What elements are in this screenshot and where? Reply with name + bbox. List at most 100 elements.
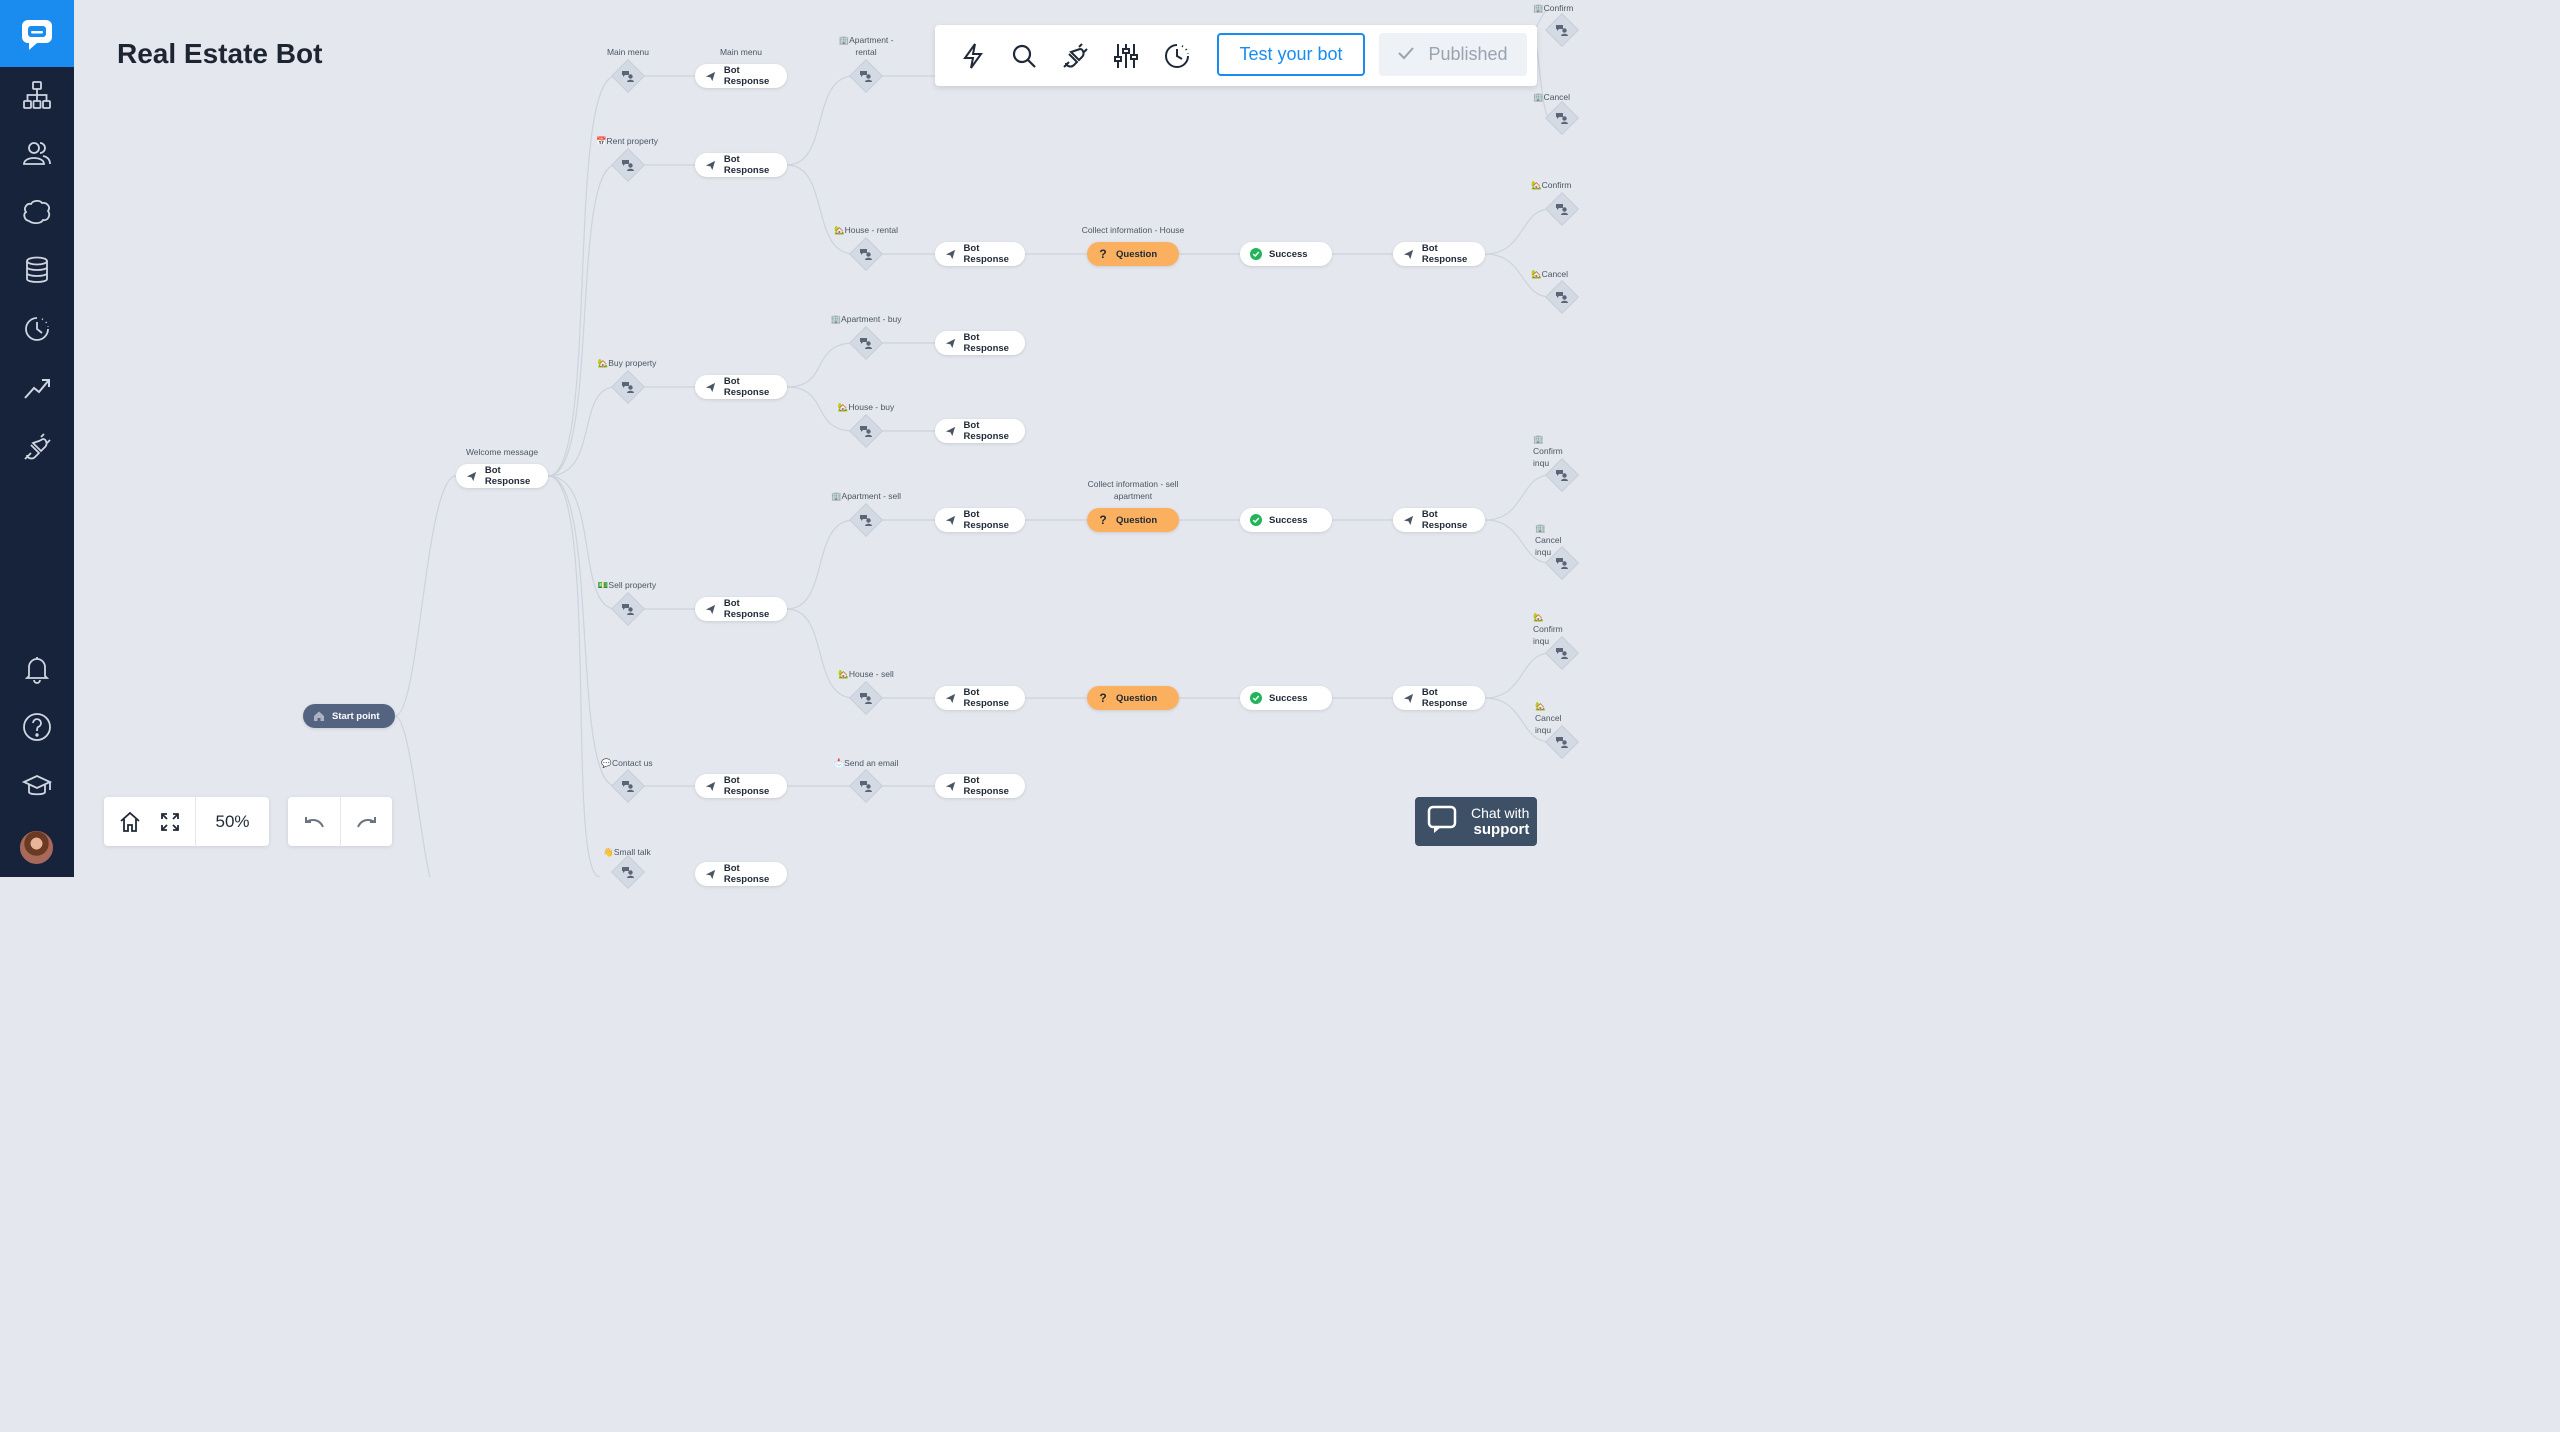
sell-property-label: 💵Sell property <box>597 580 657 590</box>
undo-icon <box>305 816 324 827</box>
house-buy-label: 🏡House - buy <box>837 402 895 412</box>
avatar[interactable] <box>18 829 55 866</box>
fit-screen-button[interactable] <box>152 797 188 846</box>
send-icon <box>705 159 717 171</box>
plug-icon[interactable] <box>1059 40 1091 72</box>
cancel-inquiry-label: 🏢Cancel inqu <box>1535 523 1562 557</box>
bot-response-node[interactable]: Bot Response <box>935 419 1025 443</box>
bot-response-node[interactable]: Bot Response <box>935 686 1025 710</box>
cancel-inquiry-label: 🏡Cancel inqu <box>1535 701 1562 735</box>
collect-house-label: Collect information - House <box>1081 225 1185 235</box>
top-toolbar: Test your bot Published <box>935 25 1537 86</box>
flow-icon[interactable] <box>15 73 59 117</box>
bell-icon[interactable] <box>15 647 59 691</box>
question-node[interactable]: ?Question <box>1087 242 1179 266</box>
chat-line-1: Chat with <box>1471 805 1530 821</box>
contact-us-label: 💬Contact us <box>601 758 653 768</box>
small-talk-label: 👋Small talk <box>603 847 651 857</box>
home-button[interactable] <box>112 797 148 846</box>
send-icon <box>1403 514 1415 526</box>
success-node[interactable]: Success <box>1240 242 1332 266</box>
history-controls <box>288 797 392 846</box>
chatbot-logo[interactable] <box>0 0 74 67</box>
buy-property-label: 🏡Buy property <box>597 358 657 368</box>
check-circle-icon <box>1250 248 1262 260</box>
send-icon <box>705 381 717 393</box>
brain-icon[interactable] <box>15 190 59 234</box>
main-menu-label: Main menu <box>606 47 650 57</box>
success-node[interactable]: Success <box>1240 508 1332 532</box>
check-circle-icon <box>1250 692 1262 704</box>
confirm-inquiry-label: 🏢Confirm inqu <box>1533 434 1563 468</box>
send-icon <box>1403 248 1415 260</box>
sliders-icon[interactable] <box>1110 40 1142 72</box>
question-node[interactable]: ?Question <box>1087 686 1179 710</box>
question-mark-icon: ? <box>1099 247 1107 261</box>
send-icon <box>705 868 717 880</box>
search-icon[interactable] <box>1008 40 1040 72</box>
integrations-icon[interactable] <box>15 425 59 469</box>
house-sell-label: 🏡House - sell <box>838 669 894 679</box>
bot-response-node[interactable]: Bot Response <box>935 331 1025 355</box>
confirm-label: 🏢Confirm <box>1533 3 1574 13</box>
chat-line-2: support <box>1473 821 1530 838</box>
question-node[interactable]: ?Question <box>1087 508 1179 532</box>
flow-canvas[interactable] <box>74 0 1568 877</box>
welcome-message-label: Welcome message <box>465 447 539 457</box>
flow-connections <box>394 9 1551 877</box>
bot-response-node[interactable]: Bot Response <box>456 464 548 488</box>
home-icon <box>313 710 325 722</box>
question-mark-icon: ? <box>1099 691 1107 705</box>
bot-response-node[interactable]: Bot Response <box>695 64 787 88</box>
send-icon <box>466 470 478 482</box>
bot-response-node[interactable]: Bot Response <box>695 597 787 621</box>
start-point-node[interactable]: Start point <box>303 704 395 728</box>
bot-response-node[interactable]: Bot Response <box>1393 508 1485 532</box>
zoom-level[interactable]: 50% <box>215 811 250 831</box>
apartment-buy-label: 🏢Apartment - buy <box>830 314 902 324</box>
audience-icon[interactable] <box>15 131 59 175</box>
history-icon[interactable] <box>15 307 59 351</box>
check-icon <box>1398 44 1415 65</box>
bot-response-node[interactable]: Bot Response <box>695 774 787 798</box>
send-icon <box>945 248 957 260</box>
chat-bubble-icon <box>1427 804 1457 839</box>
bot-response-node[interactable]: Bot Response <box>1393 686 1485 710</box>
collect-sell-apartment-label: Collect information - sell apartment <box>1087 479 1179 501</box>
chat-with-support-button[interactable]: Chat with support <box>1415 797 1537 846</box>
undo-button[interactable] <box>288 797 340 846</box>
send-icon <box>705 70 717 82</box>
database-icon[interactable] <box>15 248 59 292</box>
bot-response-node[interactable]: Bot Response <box>695 375 787 399</box>
rent-property-label: 📅Rent property <box>595 136 659 146</box>
cancel-label: 🏢Cancel <box>1533 92 1571 102</box>
expand-icon <box>161 812 179 831</box>
published-button[interactable]: Published <box>1379 33 1527 76</box>
chatbot-logo-icon <box>22 19 52 50</box>
redo-button[interactable] <box>341 797 392 846</box>
bot-response-node[interactable]: Bot Response <box>695 862 787 886</box>
divider <box>340 797 341 846</box>
confirm-label: 🏡Confirm <box>1531 180 1572 190</box>
send-icon <box>945 514 957 526</box>
lightning-icon[interactable] <box>957 40 989 72</box>
test-your-bot-button[interactable]: Test your bot <box>1217 33 1365 76</box>
help-icon[interactable] <box>15 705 59 749</box>
cancel-label: 🏡Cancel <box>1531 269 1569 279</box>
success-node[interactable]: Success <box>1240 686 1332 710</box>
bot-response-node[interactable]: Bot Response <box>935 774 1025 798</box>
academy-icon[interactable] <box>15 764 59 808</box>
bot-response-node[interactable]: Bot Response <box>1393 242 1485 266</box>
sidebar <box>0 0 74 877</box>
send-icon <box>945 337 957 349</box>
bot-response-node[interactable]: Bot Response <box>935 508 1025 532</box>
analytics-icon[interactable] <box>15 366 59 410</box>
send-icon <box>945 425 957 437</box>
divider <box>195 797 196 846</box>
house-rental-label: 🏡House - rental <box>834 225 898 235</box>
bot-response-node[interactable]: Bot Response <box>695 153 787 177</box>
bot-response-node[interactable]: Bot Response <box>935 242 1025 266</box>
history-icon[interactable] <box>1161 40 1193 72</box>
send-icon <box>705 603 717 615</box>
send-icon <box>945 780 957 792</box>
